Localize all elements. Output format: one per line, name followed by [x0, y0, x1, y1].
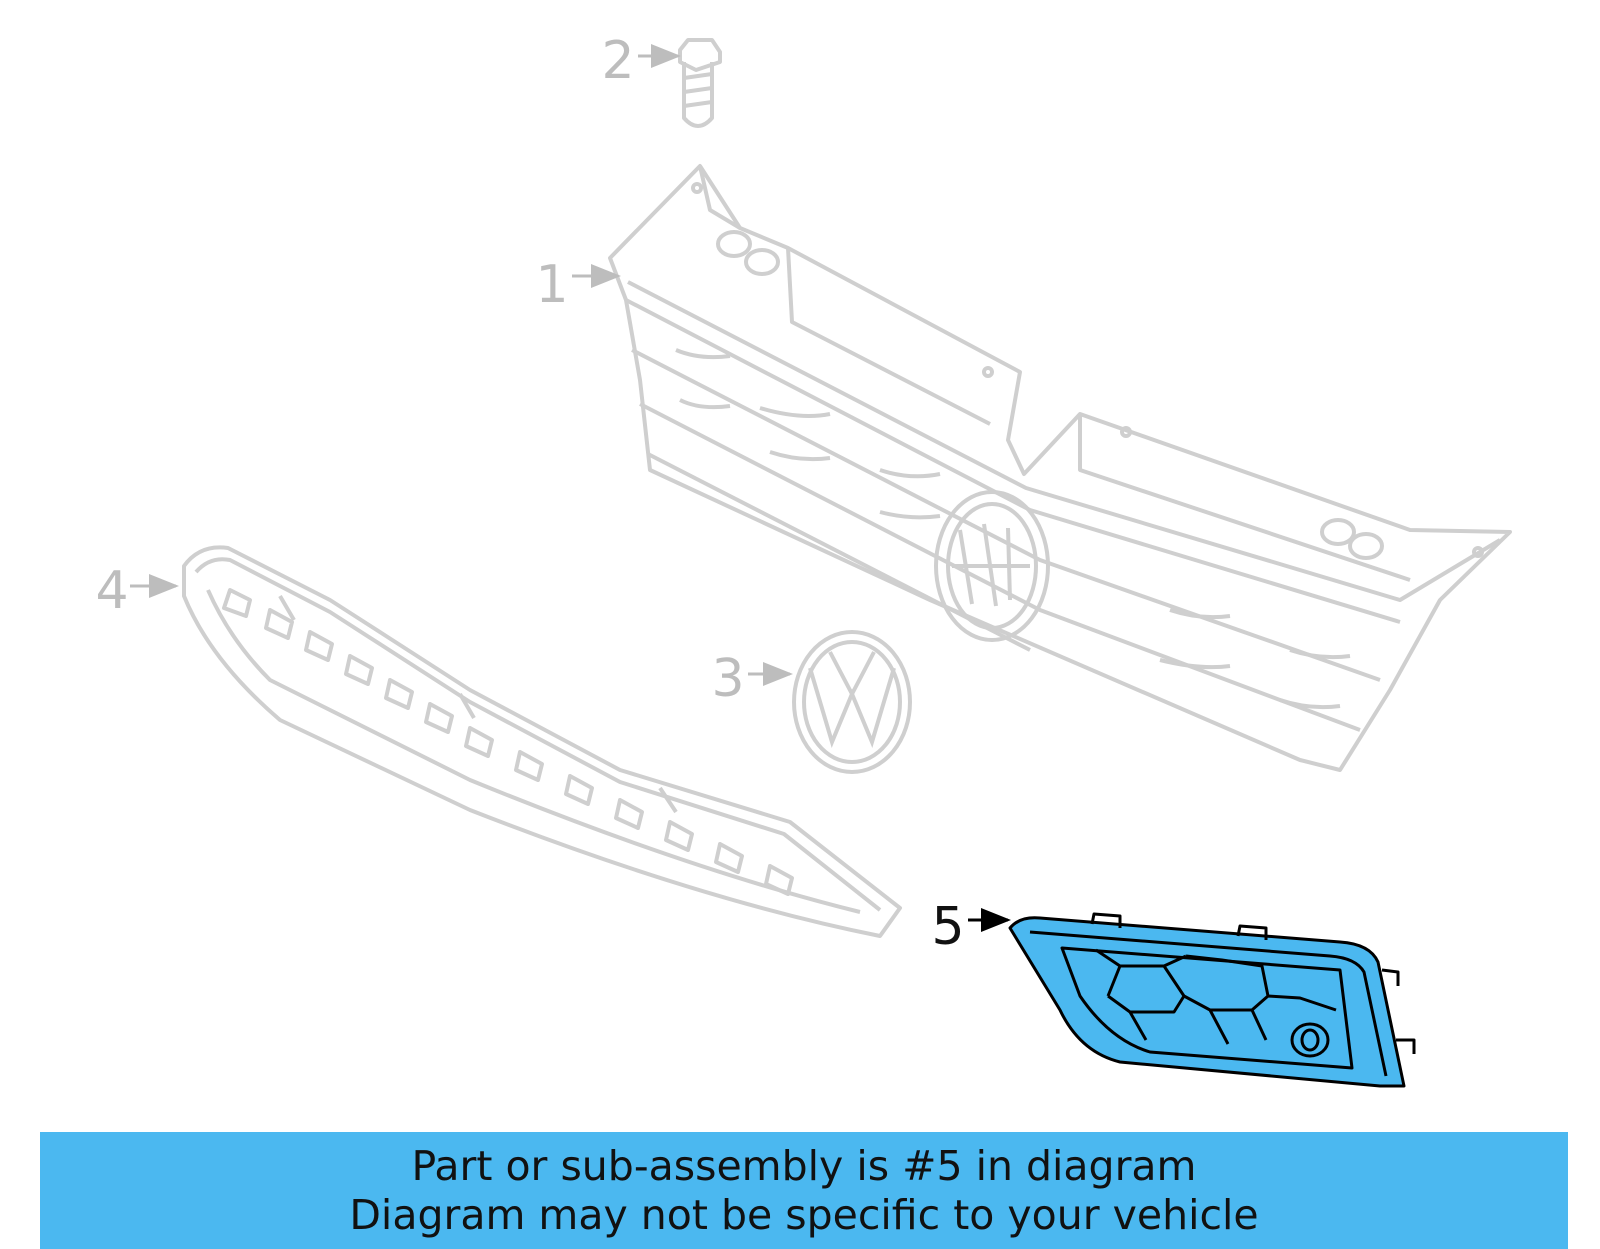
callout-1: 1	[535, 255, 621, 315]
callout-3: 3	[711, 649, 793, 709]
part-1-upper-grille	[608, 164, 1512, 772]
callout-5: 5	[931, 897, 1011, 957]
part-4-lower-grille	[182, 545, 902, 938]
svg-text:5: 5	[931, 897, 964, 957]
callout-2: 2	[601, 31, 681, 91]
banner-line-part-number: Part or sub-assembly is #5 in diagram	[411, 1141, 1197, 1190]
svg-text:4: 4	[95, 561, 128, 621]
svg-text:2: 2	[601, 31, 634, 91]
info-banner: Part or sub-assembly is #5 in diagram Di…	[40, 1132, 1568, 1249]
svg-text:3: 3	[711, 649, 744, 709]
part-5-fog-light-trim	[1008, 912, 1416, 1088]
callout-4: 4	[95, 561, 179, 621]
banner-line-disclaimer: Diagram may not be specific to your vehi…	[349, 1190, 1259, 1239]
part-3-emblem	[792, 630, 912, 774]
svg-text:1: 1	[535, 255, 568, 315]
part-2-bolt	[678, 38, 722, 128]
